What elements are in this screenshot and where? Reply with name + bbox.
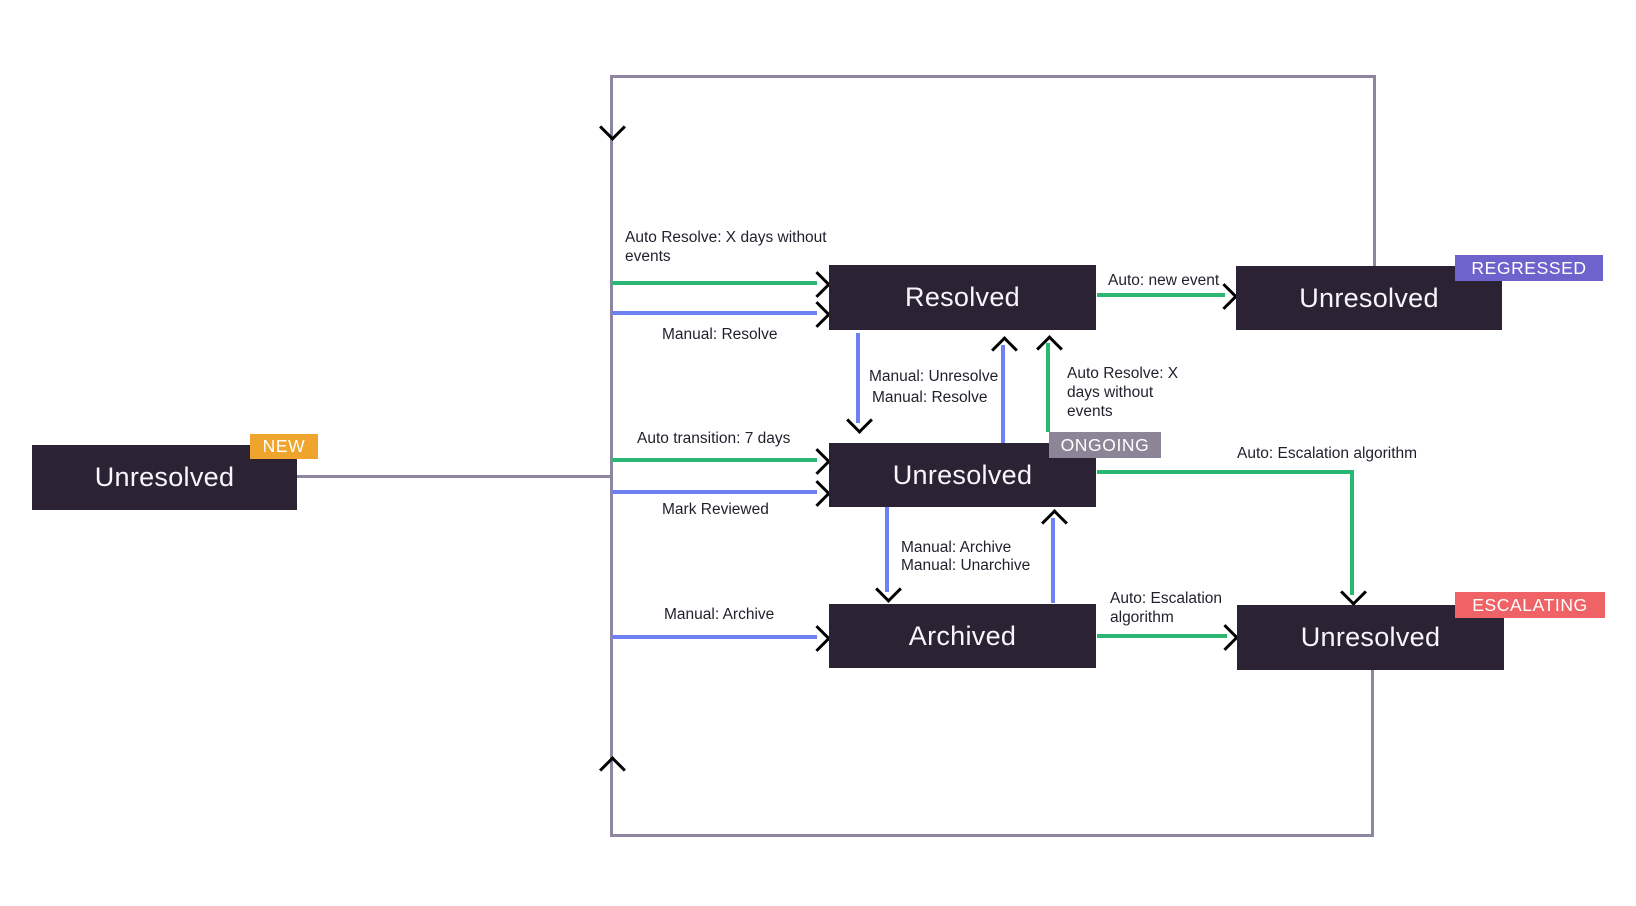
- node-label: Unresolved: [1299, 282, 1439, 313]
- arrowhead-manual-resolve-up-icon: [991, 336, 1018, 363]
- edge-label-manual-unresolve: Manual: Unresolve: [869, 368, 999, 385]
- arrowhead-manual-unarchive-icon: [1041, 509, 1068, 536]
- edge-manual-archive: [612, 635, 817, 639]
- new-node-connector-line: [295, 475, 610, 478]
- arrowhead-auto-escalation-icon: [1340, 579, 1367, 606]
- loop-line-top: [610, 75, 1376, 78]
- edge-label-mark-reviewed: Mark Reviewed: [662, 501, 769, 518]
- node-archived: Archived: [829, 604, 1096, 668]
- edge-auto-new-event: [1097, 293, 1225, 297]
- node-label: Unresolved: [94, 462, 235, 492]
- loop-up-arrowhead-icon: [599, 756, 626, 783]
- edge-auto-resolve-ongoing-to-resolved: [1046, 343, 1050, 432]
- edge-mark-reviewed: [612, 490, 817, 494]
- edge-auto-escalation-archived: [1097, 634, 1227, 638]
- arrowhead-manual-unresolve-icon: [846, 407, 873, 434]
- edge-manual-unresolve-down: [856, 333, 860, 423]
- edge-label-manual-unarchive: Manual: Unarchive: [901, 557, 1031, 574]
- edge-label-manual-resolve: Manual: Resolve: [662, 326, 778, 343]
- arrowhead-manual-archive-icon: [804, 625, 831, 652]
- badge-escalating: ESCALATING: [1455, 592, 1605, 618]
- edge-manual-resolve-up: [1001, 345, 1005, 443]
- node-label: Archived: [908, 620, 1017, 651]
- edge-label-auto-resolve-vertical: Auto Resolve: X days without events: [1067, 365, 1179, 420]
- node-resolved: Resolved: [829, 265, 1096, 330]
- arrowhead-mark-reviewed-icon: [804, 480, 831, 507]
- edge-label-auto-new-event: Auto: new event: [1108, 272, 1220, 289]
- arrowhead-auto-resolve-up-icon: [1036, 335, 1063, 362]
- arrowhead-auto-resolve-icon: [804, 271, 831, 298]
- arrowhead-auto-escalation-archived-icon: [1212, 624, 1239, 651]
- edge-manual-resolve: [612, 311, 817, 315]
- arrowhead-auto-transition-icon: [804, 448, 831, 475]
- edge-label-auto-resolve: Auto Resolve: X days without events: [625, 229, 827, 265]
- edge-label-auto-escalation-bottom: Auto: Escalation algorithm: [1110, 590, 1223, 626]
- loop-down-arrowhead-icon: [599, 114, 626, 141]
- node-label: Unresolved: [1300, 622, 1441, 652]
- badge-regressed: REGRESSED: [1455, 255, 1603, 281]
- loop-line-bottom: [610, 834, 1374, 837]
- arrowhead-manual-archive-down-icon: [875, 576, 902, 603]
- edge-label-manual-archive-mid: Manual: Archive: [901, 539, 1012, 556]
- edge-auto-resolve-to-resolved: [612, 281, 817, 285]
- loop-line-left: [610, 75, 613, 837]
- edge-manual-unarchive-up: [1051, 518, 1055, 603]
- edge-label-auto-escalation: Auto: Escalation algorithm: [1237, 445, 1418, 462]
- edge-auto-escalation-horizontal: [1097, 470, 1354, 474]
- edge-auto-escalation-vertical: [1350, 470, 1354, 595]
- arrowhead-manual-resolve-icon: [804, 301, 831, 328]
- badge-ongoing: ONGOING: [1049, 432, 1161, 458]
- node-label: Unresolved: [892, 459, 1033, 490]
- node-label: Resolved: [905, 282, 1020, 312]
- loop-line-right-upper: [1373, 75, 1376, 266]
- badge-new: NEW: [250, 434, 318, 459]
- edge-auto-transition-to-ongoing: [612, 458, 817, 462]
- loop-line-right-lower: [1371, 668, 1374, 837]
- edge-manual-archive-down: [885, 507, 889, 592]
- edge-label-manual-archive: Manual: Archive: [664, 606, 775, 623]
- edge-label-manual-resolve-mid: Manual: Resolve: [872, 389, 988, 406]
- edge-label-auto-transition: Auto transition: 7 days: [637, 430, 791, 447]
